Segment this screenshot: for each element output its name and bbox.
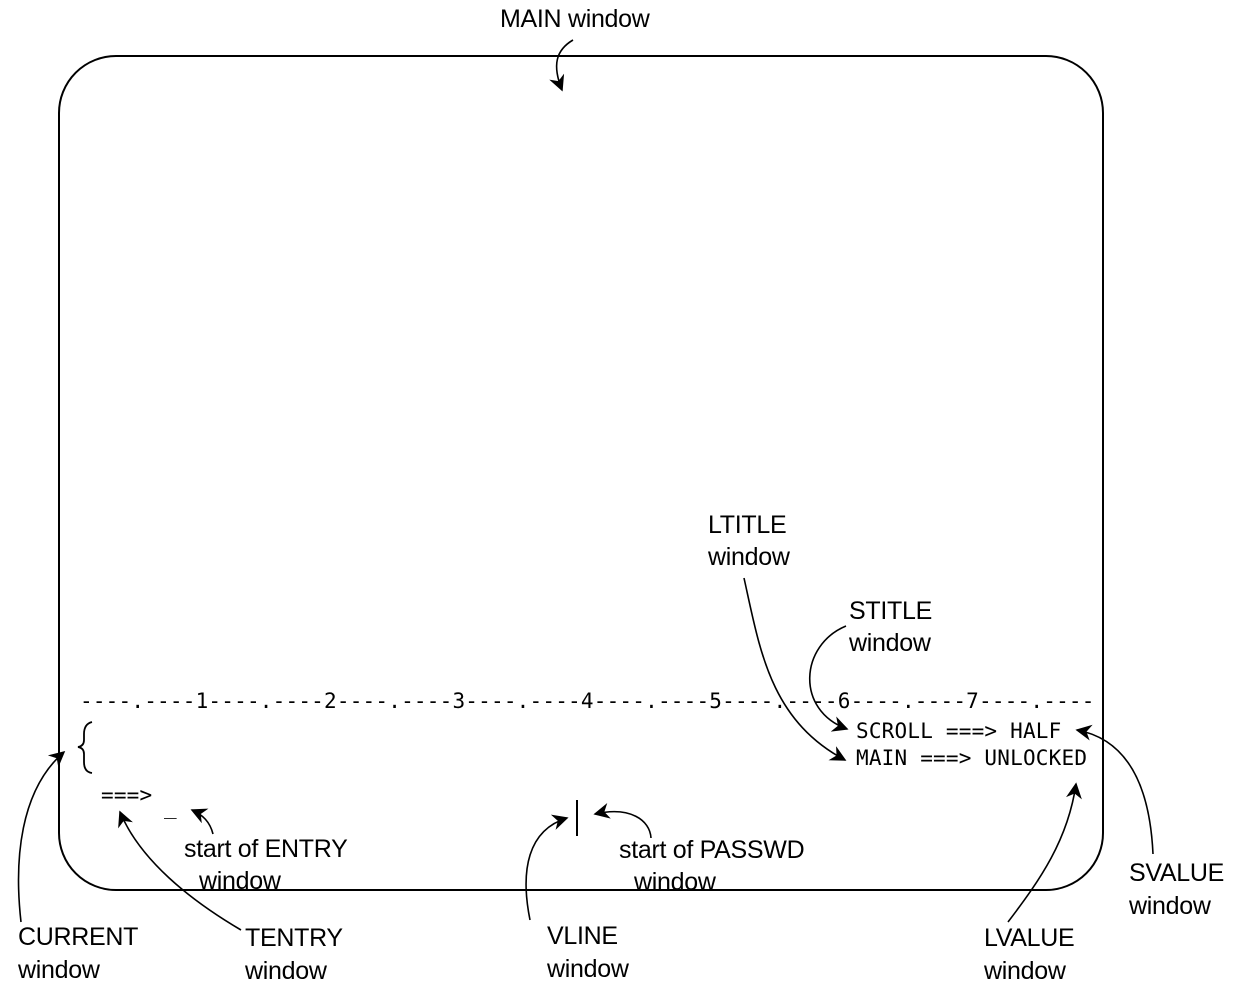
entry-label: start of ENTRY: [184, 835, 348, 863]
svalue-label-window: window: [1129, 892, 1211, 920]
entry-prompt: ===>: [101, 783, 153, 807]
entry-arrow: [190, 808, 214, 835]
current-arrow: [17, 750, 66, 923]
stitle-arrow: [808, 625, 849, 732]
main-window-arrow: [549, 39, 574, 92]
passwd-arrow: [593, 802, 652, 839]
ltitle-arrow: [743, 577, 847, 761]
current-label: CURRENT: [18, 923, 139, 951]
vline-label: VLINE: [547, 922, 618, 950]
entry-cursor: _: [164, 795, 177, 819]
entry-label-window: window: [199, 867, 281, 895]
stitle-label-window: window: [849, 629, 931, 657]
column-ruler: ----.----1----.----2----.----3----.----4…: [80, 689, 1095, 713]
stitle-label: STITLE: [849, 597, 932, 625]
tentry-label-window: window: [245, 957, 327, 985]
lvalue-label: LVALUE: [984, 924, 1075, 952]
current-window-brace: [77, 721, 93, 774]
svalue-label: SVALUE: [1129, 859, 1225, 887]
tentry-arrow: [118, 810, 242, 931]
main-window-label: MAIN window: [500, 5, 650, 33]
passwd-label: start of PASSWD: [619, 836, 805, 864]
main-window-frame: [58, 55, 1104, 891]
vline-arrow: [525, 814, 569, 921]
current-label-window: window: [18, 956, 100, 984]
ltitle-label-window: window: [708, 543, 790, 571]
lvalue-arrow: [1007, 782, 1082, 923]
svalue-arrow: [1075, 724, 1154, 855]
ltitle-lvalue-line: MAIN ===> UNLOCKED: [856, 746, 1088, 770]
ltitle-label: LTITLE: [708, 511, 787, 539]
tentry-label: TENTRY: [245, 924, 343, 952]
stitle-svalue-line: SCROLL ===> HALF: [856, 719, 1062, 743]
passwd-label-window: window: [634, 868, 716, 896]
vline-label-window: window: [547, 955, 629, 983]
lvalue-label-window: window: [984, 957, 1066, 985]
